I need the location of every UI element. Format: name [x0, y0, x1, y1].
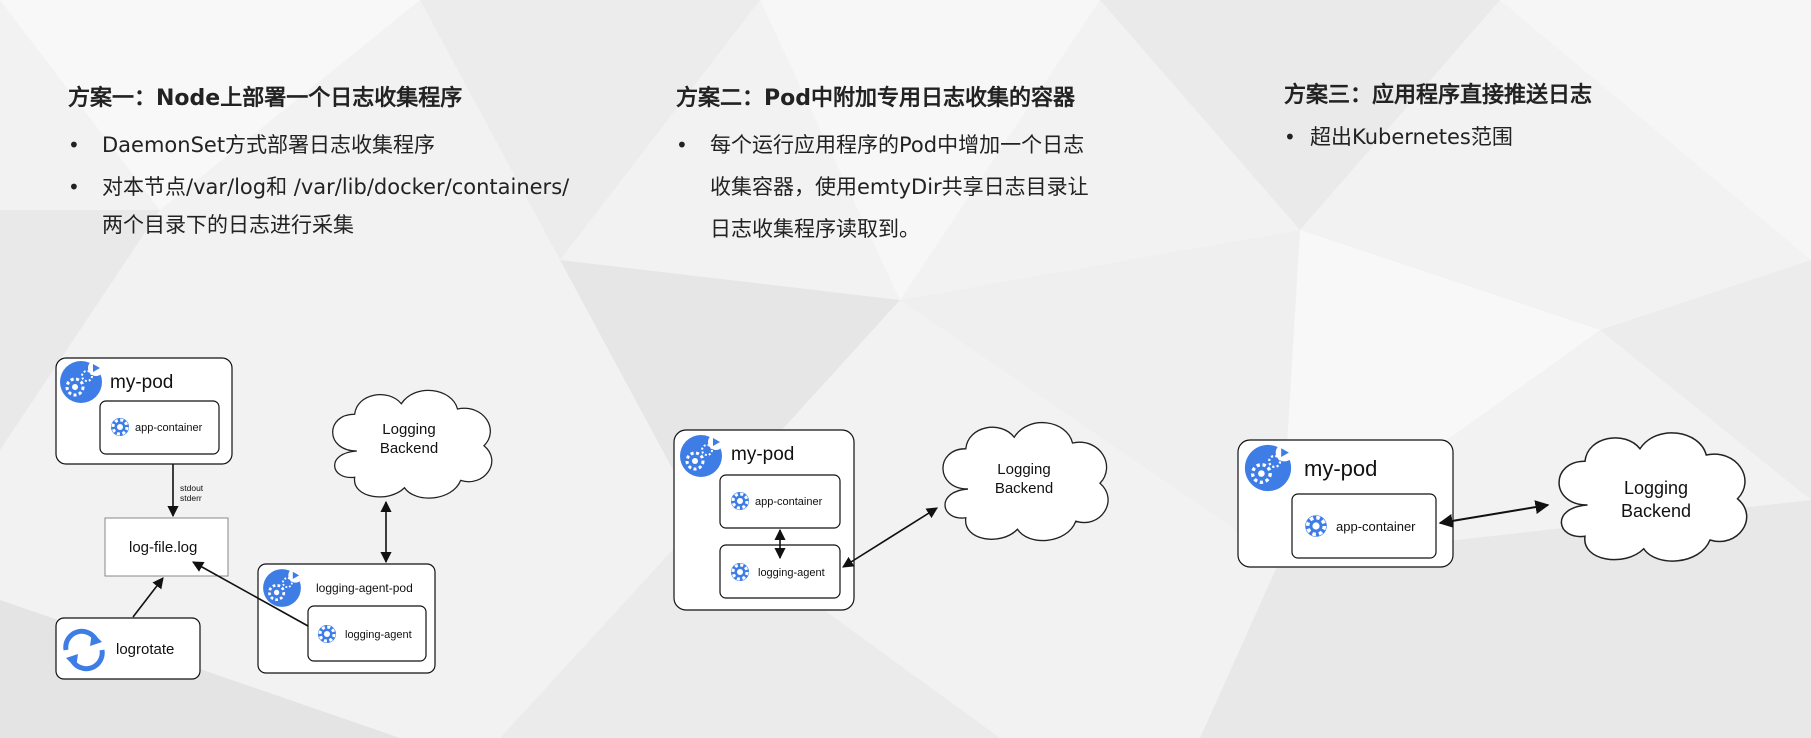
arrow-agent-to-log: [192, 561, 309, 627]
gear-icon: [1303, 513, 1329, 539]
list-item: 每个运行应用程序的Pod中增加一个日志: [676, 124, 1236, 166]
list-item-continuation: 收集容器，使用emtyDir共享日志目录让: [710, 175, 1089, 199]
scheme-1-bullets: DaemonSet方式部署日志收集程序 对本节点/var/log和 /var/l…: [68, 124, 668, 246]
scheme-1-title: 方案一：Node上部署一个日志收集程序: [68, 86, 463, 111]
diagram-1: my-pod app-container stdout stderr log-f…: [55, 357, 493, 680]
backend-label-2: Backend: [1621, 501, 1691, 521]
gear-icon: [729, 490, 751, 512]
scheme-2-bullets: 每个运行应用程序的Pod中增加一个日志 收集容器，使用emtyDir共享日志目录…: [676, 124, 1236, 250]
list-item: 对本节点/var/log和 /var/lib/docker/containers…: [68, 166, 668, 208]
backend-label-1: Logging: [997, 461, 1050, 478]
list-item: 超出Kubernetes范围: [1284, 121, 1764, 153]
backend-label-2: Backend: [380, 440, 438, 457]
log-file-label: log-file.log: [129, 539, 197, 556]
container-label: app-container: [755, 496, 823, 508]
backend-label-2: Backend: [995, 480, 1053, 497]
scheme-3-bullets: 超出Kubernetes范围: [1284, 121, 1764, 153]
arrow-agent-backend: [842, 507, 938, 568]
arrow-logrotate: [132, 577, 164, 618]
pod-label: my-pod: [1304, 456, 1377, 481]
container-label: app-container: [135, 422, 203, 434]
app-container-box: [1291, 493, 1437, 559]
gear-icon: [729, 561, 751, 583]
list-item-continuation: 两个目录下的日志进行采集: [102, 213, 354, 237]
logrotate-label: logrotate: [116, 641, 174, 658]
container-label: app-container: [1336, 519, 1416, 534]
arrow-container-backend: [1438, 500, 1550, 528]
gear-icon: [316, 623, 338, 645]
list-item: DaemonSet方式部署日志收集程序: [68, 124, 668, 166]
agent-pod-label: logging-agent-pod: [316, 581, 413, 595]
backend-label-1: Logging: [1624, 478, 1688, 498]
stdout-label: stdout: [180, 483, 204, 493]
diagram-3: my-pod app-container Logging Backend: [1237, 432, 1748, 568]
agent-label: logging-agent: [758, 567, 825, 579]
pod-label: my-pod: [110, 372, 173, 393]
rotate-icon: [63, 628, 105, 672]
scheme-2-title: 方案二：Pod中附加专用日志收集的容器: [676, 86, 1075, 111]
backend-label-1: Logging: [382, 421, 435, 438]
stderr-label: stderr: [180, 493, 202, 503]
pod-label: my-pod: [731, 444, 794, 465]
scheme-1: 方案一：Node上部署一个日志收集程序 DaemonSet方式部署日志收集程序 …: [68, 84, 668, 246]
agent-label: logging-agent: [345, 629, 412, 641]
scheme-3: 方案三：应用程序直接推送日志 超出Kubernetes范围: [1284, 81, 1764, 153]
diagram-2: my-pod app-container logging-agent Loggi…: [673, 421, 1109, 611]
scheme-2: 方案二：Pod中附加专用日志收集的容器 每个运行应用程序的Pod中增加一个日志 …: [676, 84, 1236, 250]
scheme-3-title: 方案三：应用程序直接推送日志: [1284, 83, 1593, 108]
app-container-box: [719, 474, 841, 529]
list-item-continuation: 日志收集程序读取到。: [710, 217, 920, 241]
logging-agent-box: [307, 605, 427, 662]
app-container-box: [99, 400, 220, 455]
log-file-box: [104, 517, 229, 577]
gear-icon: [109, 416, 131, 438]
